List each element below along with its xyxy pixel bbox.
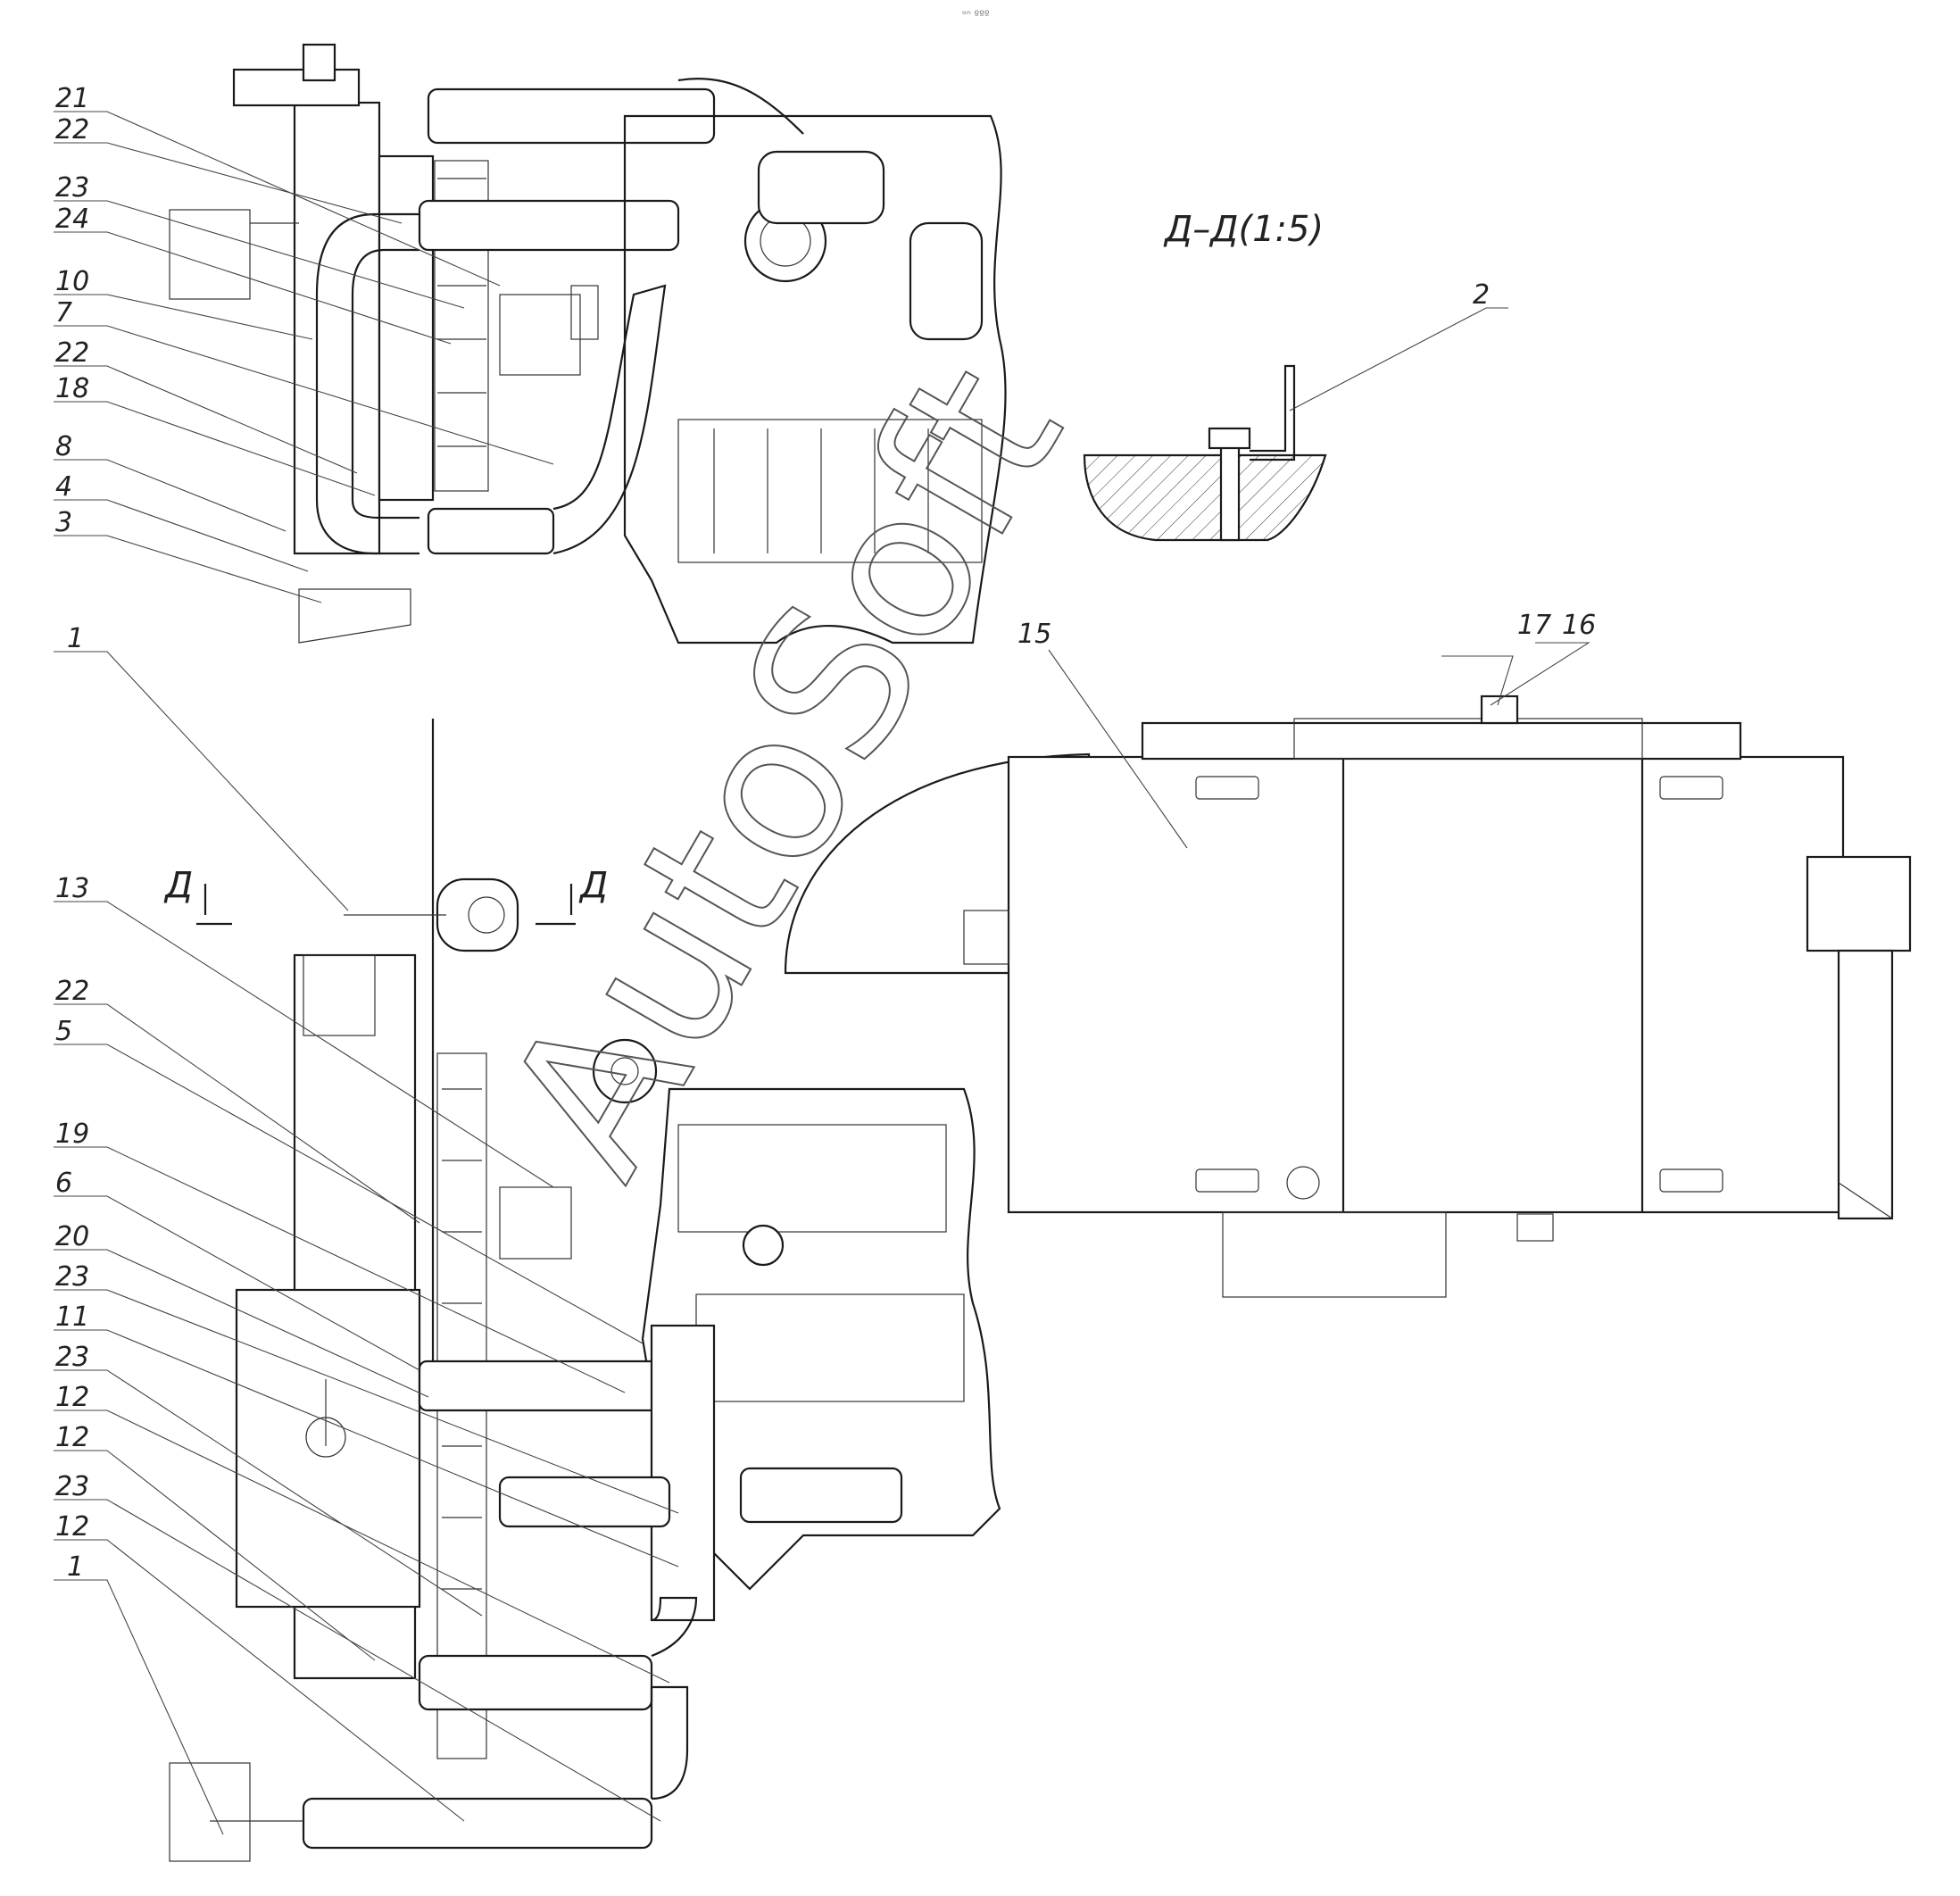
callout-19: 19 — [55, 1118, 89, 1150]
bottom-view-callouts: 1 13 22 5 19 6 20 23 11 23 12 12 23 12 1 — [55, 623, 89, 1583]
callout-7: 7 — [55, 297, 72, 328]
section-title: Д–Д(1:5) — [1163, 209, 1324, 250]
top-note: ᵒⁿ ººº — [962, 8, 990, 21]
callout-6: 6 — [55, 1168, 72, 1199]
callout-23d: 23 — [55, 1471, 89, 1502]
callout-22b: 22 — [55, 337, 89, 369]
callout-10: 10 — [55, 266, 89, 297]
callout-11: 11 — [55, 1301, 89, 1333]
side-view: 15 17 16 — [784, 610, 1912, 1298]
callout-4: 4 — [55, 471, 72, 503]
callout-3: 3 — [55, 507, 72, 538]
callout-1: 1 — [67, 623, 84, 654]
callout-17: 17 — [1517, 610, 1551, 641]
callout-18: 18 — [55, 373, 89, 404]
callout-15: 15 — [1017, 619, 1051, 650]
callout-13: 13 — [55, 873, 89, 904]
callout-12c: 12 — [55, 1511, 89, 1543]
top-view-leaders — [54, 111, 554, 603]
callout-5: 5 — [55, 1016, 72, 1047]
callout-21: 21 — [55, 83, 89, 114]
callout-22c: 22 — [55, 976, 89, 1007]
callout-22: 22 — [55, 114, 89, 146]
callout-8: 8 — [55, 431, 72, 462]
callout-2: 2 — [1473, 279, 1490, 311]
top-view-callouts: 21 22 23 24 10 7 22 18 8 4 3 — [55, 83, 89, 538]
callout-12: 12 — [55, 1382, 89, 1413]
callout-23b: 23 — [55, 1261, 89, 1293]
section-view: Д–Д(1:5) 2 — [1083, 209, 1508, 542]
callout-20: 20 — [55, 1221, 89, 1252]
section-mark-right: Д — [578, 865, 608, 906]
callout-12b: 12 — [55, 1422, 89, 1453]
bottom-view-leaders — [54, 651, 679, 1835]
callout-23: 23 — [55, 172, 89, 204]
callout-23c: 23 — [55, 1342, 89, 1373]
top-view — [169, 43, 1007, 644]
callout-16: 16 — [1562, 610, 1596, 641]
section-mark-left: Д — [163, 865, 193, 906]
callout-1b: 1 — [67, 1551, 84, 1583]
bottom-view: Д Д — [163, 719, 1001, 1862]
callout-24: 24 — [55, 204, 89, 235]
